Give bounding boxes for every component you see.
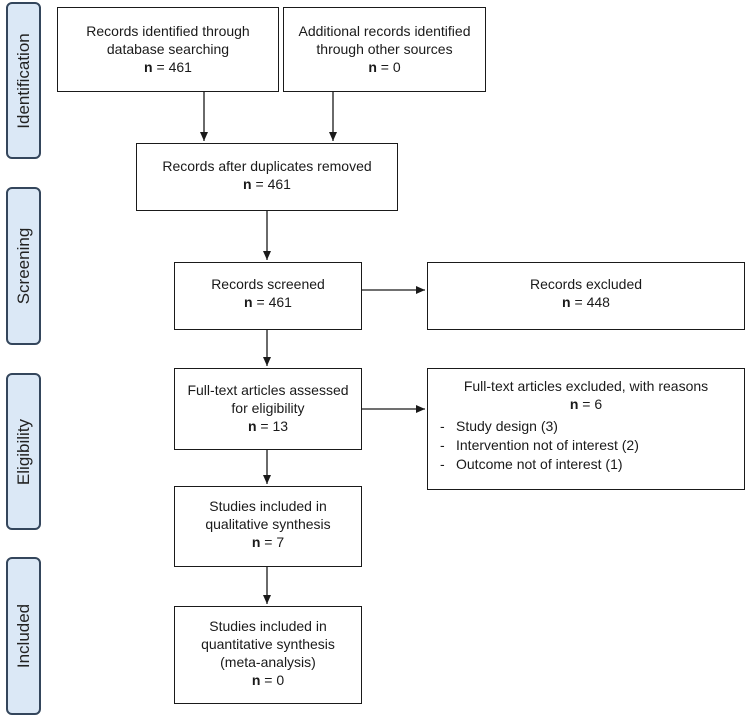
list-item: Outcome not of interest (1) <box>428 455 744 474</box>
phase-included: Included <box>6 557 41 715</box>
box-other-sources: Additional records identified through ot… <box>283 7 486 92</box>
box-duplicates-removed: Records after duplicates removed n = 461 <box>136 143 398 211</box>
box-text: Records screened <box>211 276 325 292</box>
phase-eligibility: Eligibility <box>6 373 41 530</box>
exclusion-reasons-list: Study design (3) Intervention not of int… <box>428 417 744 474</box>
box-count: n = 6 <box>569 396 603 412</box>
box-records-excluded: Records excluded n = 448 <box>427 262 745 330</box>
box-count: n = 461 <box>244 294 292 310</box>
box-count: n = 461 <box>243 176 291 192</box>
box-database-search: Records identified through database sear… <box>57 7 279 92</box>
box-count: n = 7 <box>251 534 285 550</box>
box-fulltext-excluded: Full-text articles excluded, with reason… <box>427 368 745 490</box>
box-text: Studies included in quantitative synthes… <box>201 618 335 670</box>
box-count: n = 0 <box>368 59 401 75</box>
phase-screening: Screening <box>6 187 41 345</box>
list-item: Study design (3) <box>428 417 744 436</box>
box-qualitative-synthesis: Studies included in qualitative synthesi… <box>174 486 362 567</box>
box-text: Records after duplicates removed <box>162 158 372 174</box>
box-count: n = 13 <box>247 418 289 434</box>
box-text: Studies included in qualitative synthesi… <box>205 498 331 532</box>
box-text: Records excluded <box>529 276 643 292</box>
box-text: Records identified through database sear… <box>86 23 250 57</box>
box-text: Full-text articles assessed for eligibil… <box>187 382 349 416</box>
box-count: n = 0 <box>251 672 285 688</box>
box-records-screened: Records screened n = 461 <box>174 262 362 330</box>
box-fulltext-assessed: Full-text articles assessed for eligibil… <box>174 368 362 450</box>
list-item: Intervention not of interest (2) <box>428 436 744 455</box>
box-count: n = 448 <box>562 294 610 310</box>
phase-identification: Identification <box>6 2 41 159</box>
box-text: Full-text articles excluded, with reason… <box>463 378 709 394</box>
box-text: Additional records identified through ot… <box>298 23 471 57</box>
box-quantitative-synthesis: Studies included in quantitative synthes… <box>174 606 362 704</box>
box-count: n = 461 <box>144 59 192 75</box>
